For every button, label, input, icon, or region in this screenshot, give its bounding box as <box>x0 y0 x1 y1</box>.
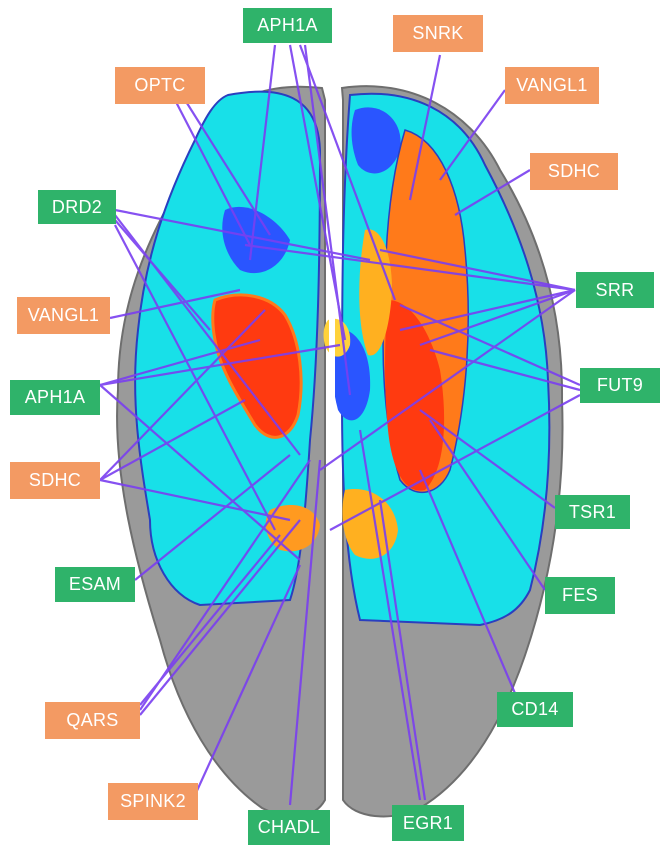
label-drd2: DRD2 <box>38 190 116 224</box>
label-cd14: CD14 <box>497 692 573 727</box>
label-chadl: CHADL <box>248 810 330 845</box>
label-qars: QARS <box>45 702 140 739</box>
label-sdhc-right: SDHC <box>530 153 618 190</box>
label-tsr1: TSR1 <box>555 495 630 529</box>
label-snrk: SNRK <box>393 15 483 52</box>
label-vangl1-left: VANGL1 <box>17 297 110 334</box>
label-esam: ESAM <box>55 567 135 602</box>
label-fes: FES <box>545 577 615 614</box>
label-spink2: SPINK2 <box>108 783 198 820</box>
label-aph1a-top: APH1A <box>243 8 332 43</box>
label-optc: OPTC <box>115 67 205 104</box>
label-srr: SRR <box>576 272 654 308</box>
label-vangl1-right: VANGL1 <box>505 67 599 104</box>
label-sdhc-left: SDHC <box>10 462 100 499</box>
label-egr1: EGR1 <box>392 805 464 841</box>
label-aph1a-left: APH1A <box>10 380 100 415</box>
label-fut9: FUT9 <box>580 368 660 403</box>
